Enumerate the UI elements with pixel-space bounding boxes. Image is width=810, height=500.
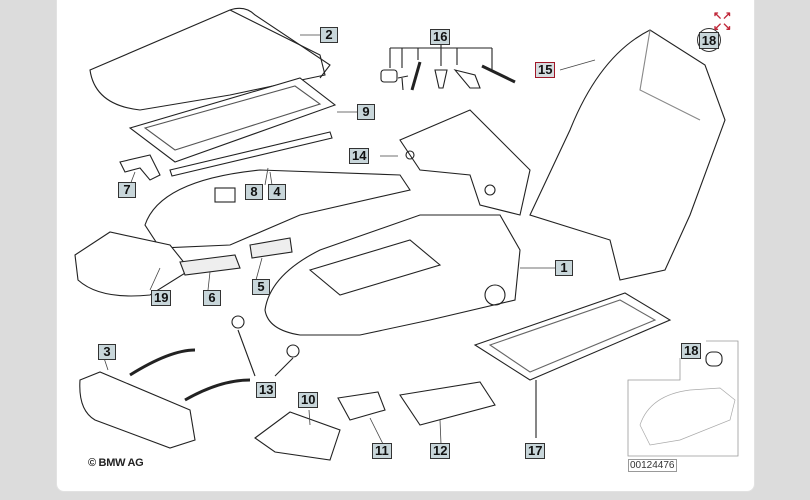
label-part-19[interactable]: 19 — [151, 290, 172, 306]
label-part-9[interactable]: 9 — [357, 104, 375, 120]
label-part-3[interactable]: 3 — [98, 344, 116, 360]
label-part-5[interactable]: 5 — [252, 279, 270, 295]
label-part-10[interactable]: 10 — [298, 392, 319, 408]
label-part-15[interactable]: 15 — [535, 62, 556, 78]
label-part-14[interactable]: 14 — [349, 148, 370, 164]
label-part-18-top: 18 — [698, 32, 720, 49]
label-part-4[interactable]: 4 — [268, 184, 286, 200]
label-part-1[interactable]: 1 — [555, 260, 573, 276]
car-thumbnail — [639, 387, 736, 446]
copyright: © BMW AG — [88, 457, 144, 469]
reference-number: 00124476 — [628, 459, 677, 472]
part-armrest-pad — [79, 371, 196, 449]
grommet — [705, 351, 723, 367]
label-part-7[interactable]: 7 — [118, 182, 136, 198]
label-part-11[interactable]: 11 — [372, 443, 392, 459]
part-bracket — [399, 109, 531, 216]
label-part-16[interactable]: 16 — [430, 29, 451, 45]
part-armrest-lid — [89, 9, 326, 111]
part-console-main — [264, 214, 521, 336]
part-tray — [473, 292, 672, 381]
label-part-6[interactable]: 6 — [203, 290, 221, 306]
label-part-12[interactable]: 12 — [430, 443, 451, 459]
label-part-2[interactable]: 2 — [320, 27, 338, 43]
part-frame — [128, 77, 337, 163]
label-part-17[interactable]: 17 — [525, 443, 546, 459]
expand-icon[interactable]: ↖↗↙↘ — [713, 10, 732, 33]
label-part-13[interactable]: 13 — [256, 382, 277, 398]
label-part-8[interactable]: 8 — [245, 184, 263, 200]
label-part-18[interactable]: 18 — [681, 343, 702, 359]
label-part-18-circled[interactable]: 18 — [697, 28, 721, 52]
part-rear-panel — [529, 29, 726, 281]
part-console-cover — [144, 169, 411, 249]
